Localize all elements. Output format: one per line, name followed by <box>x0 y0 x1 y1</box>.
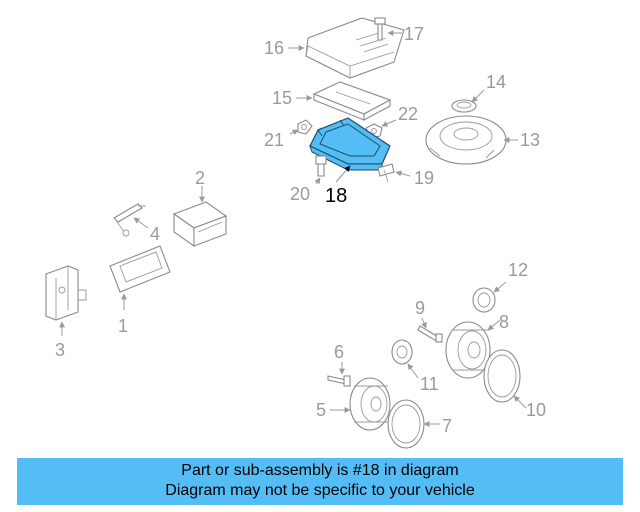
callout-13: 13 <box>520 130 540 150</box>
callout-6: 6 <box>334 342 344 362</box>
callout-19: 19 <box>414 168 434 188</box>
part-7-ring[interactable] <box>387 399 425 449</box>
callout-2: 2 <box>195 168 205 188</box>
callout-22: 22 <box>398 104 418 124</box>
part-8-speaker[interactable] <box>445 321 491 379</box>
callout-14: 14 <box>486 72 506 92</box>
info-banner: Part or sub-assembly is #18 in diagram D… <box>17 458 623 505</box>
callout-16: 16 <box>264 38 284 58</box>
callout-17: 17 <box>404 24 424 44</box>
parts-diagram: 16 17 15 21 22 18 20 <box>45 17 546 449</box>
part-2-module[interactable] <box>172 201 228 248</box>
part-12-speaker[interactable] <box>472 287 496 313</box>
part-19-screw[interactable] <box>377 163 395 183</box>
callout-5: 5 <box>316 400 326 420</box>
banner-line-2: Diagram may not be specific to your vehi… <box>165 482 475 499</box>
part-6-screw[interactable] <box>327 375 351 387</box>
part-21-clip[interactable] <box>297 119 313 135</box>
part-5-speaker[interactable] <box>349 377 391 431</box>
part-16-cover[interactable] <box>305 17 405 79</box>
callout-4: 4 <box>150 224 160 244</box>
callout-7: 7 <box>442 416 452 436</box>
part-13-spare-wheel[interactable] <box>425 115 507 165</box>
callout-10: 10 <box>526 400 546 420</box>
part-4-sensor[interactable] <box>113 203 146 237</box>
callout-8: 8 <box>499 312 509 332</box>
callout-15: 15 <box>272 88 292 108</box>
part-14-cap[interactable] <box>451 99 477 113</box>
callout-3: 3 <box>55 340 65 360</box>
callout-18: 18 <box>325 185 347 207</box>
callout-12: 12 <box>508 260 528 280</box>
part-17-bolt[interactable] <box>374 17 386 41</box>
part-3-bracket[interactable] <box>45 265 87 321</box>
callout-9: 9 <box>415 298 425 318</box>
part-11-speaker[interactable] <box>391 339 413 365</box>
callout-11: 11 <box>420 374 439 394</box>
callout-1: 1 <box>118 316 128 336</box>
part-10-ring[interactable] <box>483 349 521 403</box>
part-20-bolt[interactable] <box>315 155 327 177</box>
part-9-screw[interactable] <box>417 325 443 343</box>
callout-21: 21 <box>264 130 284 150</box>
banner-line-1: Part or sub-assembly is #18 in diagram <box>181 462 459 479</box>
part-15-module[interactable] <box>312 81 392 121</box>
callout-20: 20 <box>290 184 310 204</box>
part-1-display[interactable] <box>109 245 171 293</box>
